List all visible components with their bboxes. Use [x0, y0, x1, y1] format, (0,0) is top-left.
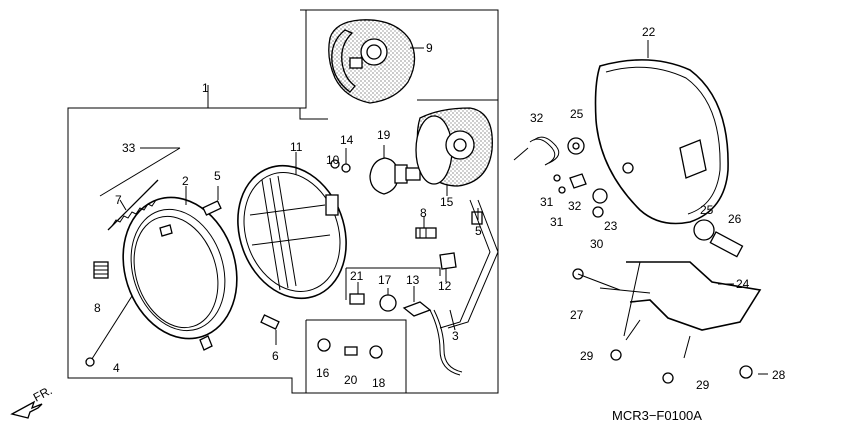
callout-20: 20: [344, 373, 358, 387]
callout-28: 28: [772, 368, 786, 382]
front-direction-arrow: [10, 400, 43, 419]
callout-8a: 8: [94, 301, 101, 315]
bulb-part-19: [369, 145, 421, 195]
callout-10: 10: [326, 153, 340, 167]
callout-8b: 8: [420, 206, 427, 220]
headlight-rim-part-2: [122, 186, 238, 351]
callout-13: 13: [406, 273, 420, 287]
socket-cover-part-9: [328, 19, 424, 104]
inset-box-lamps: [305, 267, 441, 393]
callout-27: 27: [570, 308, 584, 322]
callout-11: 11: [290, 140, 303, 154]
callout-17: 17: [378, 273, 392, 287]
headlight-unit-part-11: [237, 152, 347, 300]
callout-14: 14: [340, 133, 354, 147]
callout-15: 15: [440, 195, 454, 209]
callout-26: 26: [728, 212, 742, 226]
callout-29a: 29: [580, 349, 594, 363]
callout-32b: 32: [568, 199, 582, 213]
callout-7: 7: [115, 193, 122, 207]
callout-25a: 25: [570, 107, 584, 121]
callout-33: 33: [122, 141, 136, 155]
callout-2: 2: [182, 174, 189, 188]
callout-31a: 31: [540, 195, 554, 209]
diagram-code: MCR3−F0100A: [612, 408, 702, 423]
callout-21: 21: [350, 269, 364, 283]
callout-labels: 1 2 3 4 5 5 6 7 8 8 9 10 11 12 13 14 15 …: [94, 25, 786, 392]
group-frame: [67, 9, 499, 394]
callout-6: 6: [272, 349, 279, 363]
callout-5a: 5: [214, 169, 221, 183]
callout-4: 4: [113, 361, 120, 375]
stay-bracket-part-24: [572, 261, 762, 384]
callout-18: 18: [372, 376, 386, 390]
callout-29b: 29: [696, 378, 710, 392]
callout-23: 23: [604, 219, 618, 233]
callout-25b: 25: [700, 203, 714, 217]
callout-19: 19: [377, 128, 391, 142]
callout-5b: 5: [475, 224, 482, 238]
callout-9: 9: [426, 41, 433, 55]
callout-3: 3: [452, 329, 459, 343]
callout-32a: 32: [530, 111, 544, 125]
headlight-shell-part-22: [594, 40, 729, 225]
callout-30: 30: [590, 237, 604, 251]
callout-12: 12: [438, 279, 452, 293]
callout-22: 22: [642, 25, 656, 39]
headlight-case-part-15: [415, 107, 493, 196]
callout-16: 16: [316, 366, 330, 380]
shell-mounting-parts: [529, 136, 744, 258]
small-parts: [85, 148, 499, 376]
callout-leaders: [99, 147, 768, 375]
callout-1: 1: [202, 81, 209, 95]
callout-31b: 31: [550, 215, 564, 229]
callout-24: 24: [736, 277, 750, 291]
